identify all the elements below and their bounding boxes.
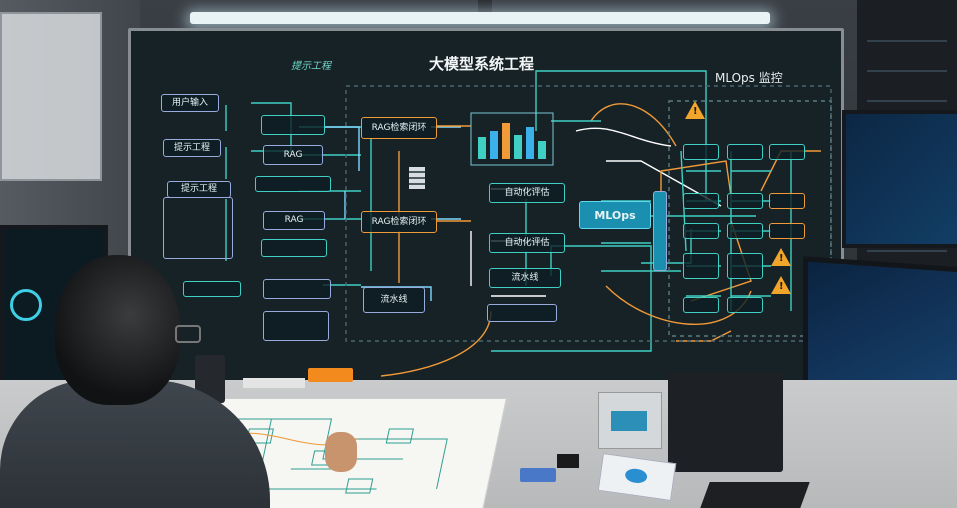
monitor-cell bbox=[727, 223, 763, 239]
deploy-node bbox=[263, 279, 331, 299]
chart-bar-4 bbox=[514, 135, 522, 159]
gauge-icon bbox=[10, 289, 42, 321]
memory-node bbox=[261, 239, 327, 257]
monitor-cell bbox=[683, 193, 719, 209]
desk-tray bbox=[243, 378, 305, 388]
person-head bbox=[55, 255, 180, 405]
monitor-cell bbox=[683, 223, 719, 239]
center-stack-node bbox=[255, 176, 331, 192]
rag-loop-node-2: RAG检索闭环 bbox=[361, 211, 437, 233]
server-stack-icon bbox=[409, 167, 425, 189]
monitor-cell bbox=[769, 223, 805, 239]
lamp-mount bbox=[478, 0, 492, 12]
pipeline-node-right: 流水线 bbox=[489, 268, 561, 288]
keyboard bbox=[700, 482, 810, 508]
mlops-hub-node: MLOps bbox=[579, 201, 651, 229]
chart-bar-5 bbox=[526, 127, 534, 159]
rag-loop-node-1: RAG检索闭环 bbox=[361, 117, 437, 139]
pipeline-output-node bbox=[487, 304, 557, 322]
chart-bar-3 bbox=[502, 123, 510, 159]
mini-server bbox=[668, 372, 783, 472]
side-whiteboard bbox=[0, 12, 102, 181]
usb-stick bbox=[520, 468, 556, 482]
handwritten-title: 提示工程 bbox=[291, 61, 331, 72]
device-screen bbox=[611, 411, 647, 431]
pipeline-node-left: 流水线 bbox=[363, 287, 425, 313]
board-title: 大模型系统工程 bbox=[429, 55, 535, 73]
orange-block bbox=[308, 368, 353, 382]
chart-bar-6 bbox=[538, 141, 546, 159]
chip bbox=[557, 454, 579, 468]
mlops-side-bar bbox=[653, 191, 667, 271]
chart-bar-2 bbox=[490, 131, 498, 159]
monitor-cell bbox=[727, 297, 763, 313]
retrieval-node bbox=[261, 115, 325, 135]
metrics-node bbox=[263, 311, 329, 341]
monitor-cell bbox=[727, 193, 763, 209]
person bbox=[0, 255, 270, 508]
right-monitor-top bbox=[842, 110, 957, 248]
left-bottom-node bbox=[183, 281, 241, 297]
monitor-cell bbox=[683, 253, 719, 279]
person-hand bbox=[325, 432, 357, 472]
monitor-cell bbox=[683, 297, 719, 313]
prompt-list-box bbox=[163, 197, 233, 259]
auto-eval-node-1: 自动化评估 bbox=[489, 183, 565, 203]
monitor-cell bbox=[683, 144, 719, 160]
ceiling-lamp bbox=[190, 12, 770, 24]
monitor-cell bbox=[769, 193, 805, 209]
in-board-bar-chart bbox=[470, 112, 554, 166]
test-device bbox=[598, 392, 662, 449]
monitor-cell bbox=[769, 144, 805, 160]
warning-icon: ! bbox=[771, 276, 791, 294]
mlops-title: MLOps 监控 bbox=[715, 71, 783, 85]
warning-icon: ! bbox=[685, 101, 705, 119]
glasses bbox=[175, 325, 201, 343]
auto-eval-node-2: 自动化评估 bbox=[489, 233, 565, 253]
rag-node-2: RAG bbox=[263, 211, 325, 230]
card-logo-icon bbox=[624, 467, 649, 485]
monitor-cell bbox=[727, 144, 763, 160]
rag-node: RAG bbox=[263, 145, 323, 165]
monitor-cell bbox=[727, 253, 763, 279]
prompt-engineering-node-2: 提示工程 bbox=[167, 181, 231, 198]
chart-bar-1 bbox=[478, 137, 486, 159]
user-input-node: 用户输入 bbox=[161, 94, 219, 112]
prompt-engineering-node: 提示工程 bbox=[163, 139, 221, 157]
warning-icon: ! bbox=[771, 248, 791, 266]
